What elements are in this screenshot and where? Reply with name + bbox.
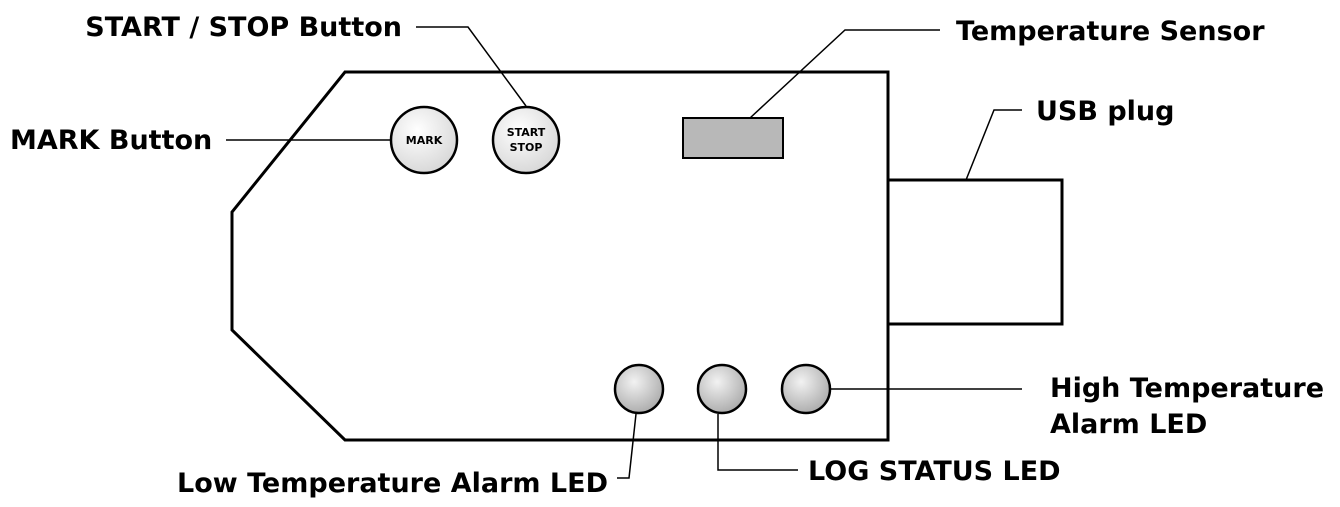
mark-button[interactable]: MARK xyxy=(389,105,459,175)
log-status-leader xyxy=(717,414,798,471)
start-stop-button[interactable]: START STOP xyxy=(491,105,561,175)
temperature-sensor xyxy=(682,117,784,159)
mark-button-label: MARK xyxy=(406,134,443,147)
device-body xyxy=(230,70,890,442)
start-stop-button-callout: START / STOP Button xyxy=(85,12,402,43)
high-temp-led-callout-line1: High Temperature xyxy=(1050,373,1324,404)
low-temp-leader xyxy=(617,413,637,479)
low-temp-led-callout: Low Temperature Alarm LED xyxy=(177,468,608,499)
log-status-led xyxy=(696,363,748,415)
usb-leader xyxy=(965,109,1022,181)
mark-button-callout: MARK Button xyxy=(10,125,212,156)
usb-plug xyxy=(886,178,1064,326)
start-stop-leader xyxy=(416,26,527,107)
log-status-led-callout: LOG STATUS LED xyxy=(808,456,1061,487)
low-temp-alarm-led xyxy=(613,363,665,415)
start-button-label: START xyxy=(507,126,546,139)
stop-button-label: STOP xyxy=(510,141,543,154)
temperature-sensor-callout: Temperature Sensor xyxy=(956,16,1265,47)
usb-plug-callout: USB plug xyxy=(1036,96,1174,127)
high-temp-alarm-led xyxy=(780,363,832,415)
sensor-leader xyxy=(749,29,940,119)
high-temp-led-callout-line2: Alarm LED xyxy=(1050,409,1207,440)
